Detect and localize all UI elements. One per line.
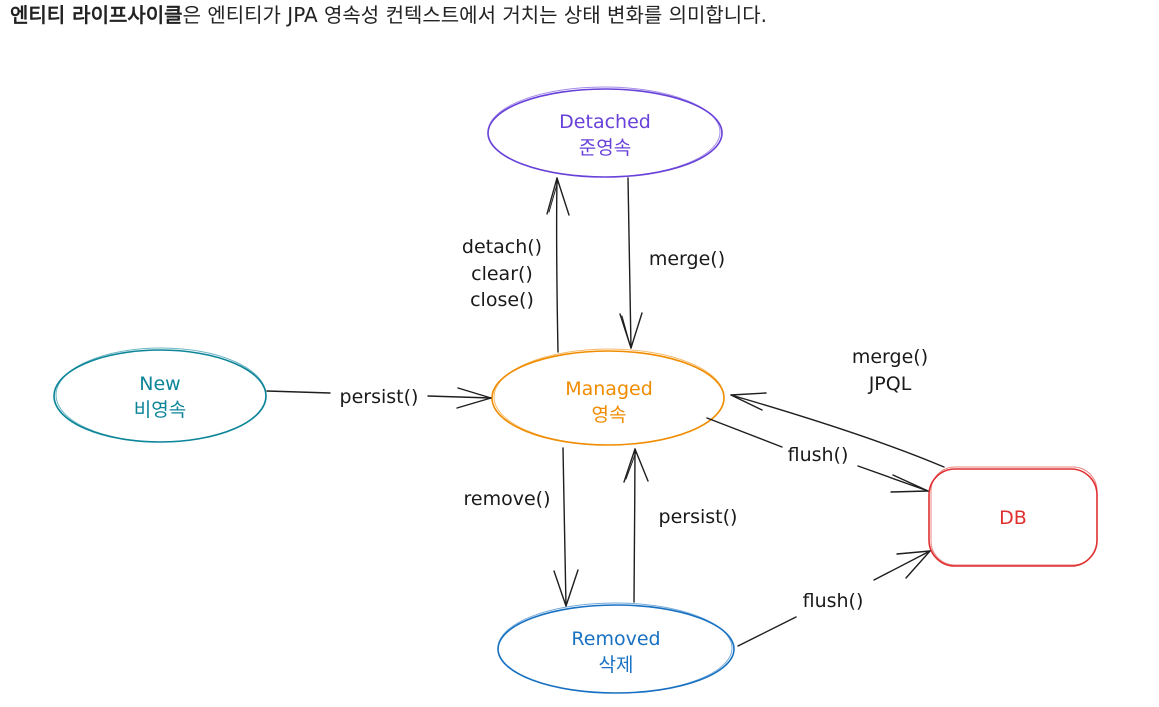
edge-managed-to-db bbox=[706, 417, 929, 493]
edge-merge-label: merge() bbox=[649, 248, 725, 270]
edge-removed-to-db bbox=[737, 550, 931, 647]
intro-rest: 은 엔티티가 JPA 영속성 컨텍스트에서 거치는 상태 변화를 의미합니다. bbox=[182, 3, 767, 27]
node-new-name: New bbox=[139, 373, 180, 395]
node-removed: Removed 삭제 bbox=[497, 602, 735, 694]
edge-removed-to-managed bbox=[623, 448, 649, 603]
intro-term: 엔티티 라이프사이클 bbox=[10, 3, 183, 27]
node-managed-name: Managed bbox=[565, 378, 653, 400]
edge-persist-removed-label: persist() bbox=[659, 506, 738, 528]
edge-flush-removed-label: flush() bbox=[803, 590, 864, 612]
edge-detach-label-3: close() bbox=[470, 289, 534, 311]
edge-remove-label: remove() bbox=[464, 488, 551, 510]
edge-managed-to-removed bbox=[553, 447, 579, 607]
edge-detach-label-1: detach() bbox=[462, 236, 542, 258]
edge-detach-label-2: clear() bbox=[471, 263, 533, 285]
node-new-sub: 비영속 bbox=[134, 399, 186, 421]
edge-managed-to-detached bbox=[546, 177, 570, 353]
node-removed-name: Removed bbox=[571, 628, 660, 650]
node-detached-name: Detached bbox=[559, 111, 651, 133]
edge-flush-managed-label: flush() bbox=[788, 444, 849, 466]
edge-db-to-managed bbox=[730, 392, 945, 468]
edge-merge-db-label-2: JPQL bbox=[868, 373, 912, 395]
node-new: New 비영속 bbox=[53, 347, 267, 443]
edge-detached-to-managed bbox=[619, 177, 643, 349]
node-managed: Managed 영속 bbox=[491, 348, 725, 446]
edge-merge-db-label-1: merge() bbox=[852, 346, 928, 368]
edge-new-to-managed bbox=[266, 387, 492, 409]
intro-text: 엔티티 라이프사이클은 엔티티가 JPA 영속성 컨텍스트에서 거치는 상태 변… bbox=[10, 0, 767, 30]
node-db-name: DB bbox=[999, 507, 1027, 529]
edge-persist-new-label: persist() bbox=[340, 386, 419, 408]
node-managed-sub: 영속 bbox=[592, 404, 627, 426]
node-detached: Detached 준영속 bbox=[487, 86, 723, 178]
node-detached-sub: 준영속 bbox=[579, 137, 631, 159]
node-db: DB bbox=[928, 466, 1098, 567]
node-removed-sub: 삭제 bbox=[599, 654, 634, 676]
